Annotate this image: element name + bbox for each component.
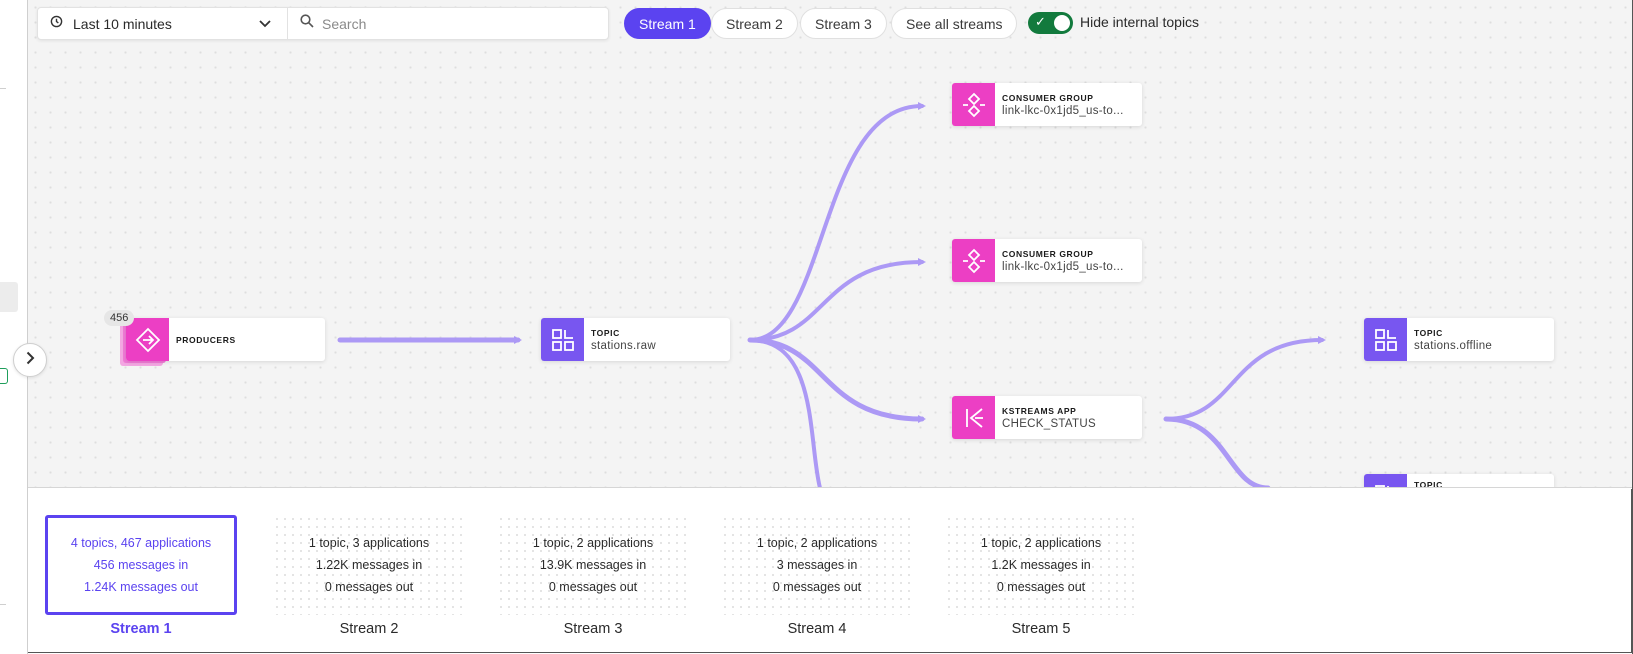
topic-node-stations-offline[interactable]: TOPIC stations.offline xyxy=(1364,318,1554,361)
stream-stat-line: 1.2K messages in xyxy=(991,558,1091,572)
search-input[interactable] xyxy=(322,15,582,32)
consumer-group-node-1[interactable]: CONSUMER GROUP link-lkc-0x1jd5_us-to... xyxy=(952,83,1142,126)
node-type-label: TOPIC xyxy=(1414,480,1443,488)
stream-stat-line: 0 messages out xyxy=(996,580,1086,594)
kstreams-icon xyxy=(952,396,995,439)
stream-stat-line: 3 messages in xyxy=(776,558,858,572)
topic-icon xyxy=(1364,318,1407,361)
left-rail xyxy=(0,0,28,654)
hide-internal-topics-label: Hide internal topics xyxy=(1080,14,1200,30)
stream-title-3[interactable]: Stream 3 xyxy=(563,621,623,637)
clock-icon xyxy=(50,15,63,33)
expand-sidebar-button[interactable] xyxy=(13,343,47,377)
lineage-edges xyxy=(337,102,1326,487)
node-name-label: link-lkc-0x1jd5_us-to... xyxy=(1002,104,1124,117)
stream-stat-line: 1.22K messages in xyxy=(315,558,423,572)
toggle-knob xyxy=(1054,15,1070,31)
node-type-label: CONSUMER GROUP xyxy=(1002,248,1094,259)
consumer-group-node-2[interactable]: CONSUMER GROUP link-lkc-0x1jd5_us-to... xyxy=(952,239,1142,282)
rail-divider xyxy=(0,604,6,605)
stream-card-2[interactable]: 1 topic, 3 applications 1.22K messages i… xyxy=(273,515,465,615)
producers-node[interactable]: PRODUCERS xyxy=(126,318,325,361)
chevron-down-icon xyxy=(259,15,271,33)
filter-bar: Last 10 minutes xyxy=(37,7,609,40)
topic-node-partial[interactable]: TOPIC xyxy=(1364,474,1554,488)
see-all-streams-button[interactable]: See all streams xyxy=(891,8,1018,39)
stream-stat-line: 1 topic, 2 applications xyxy=(756,536,878,550)
stream-stat-line: 0 messages out xyxy=(324,580,414,594)
stream-title-4[interactable]: Stream 4 xyxy=(787,621,847,637)
stream-card-5[interactable]: 1 topic, 2 applications 1.2K messages in… xyxy=(945,515,1137,615)
rail-status-marker xyxy=(0,368,8,384)
kstreams-app-node[interactable]: KSTREAMS APP CHECK_STATUS xyxy=(952,396,1142,439)
stream-stat-line: 456 messages in xyxy=(93,558,189,572)
stream-tab-3[interactable]: Stream 3 xyxy=(800,8,887,39)
stream-stat-line: 1.24K messages out xyxy=(84,580,198,594)
rail-divider xyxy=(0,88,6,89)
stream-lineage-canvas[interactable]: PRODUCERS 456 TOPIC stations.raw xyxy=(28,0,1633,488)
topic-node-stations-raw[interactable]: TOPIC stations.raw xyxy=(541,318,730,361)
search-box xyxy=(288,8,608,39)
node-name-label: stations.offline xyxy=(1414,339,1493,352)
stream-title-5[interactable]: Stream 5 xyxy=(1011,621,1071,637)
stream-stat-line: 1 topic, 2 applications xyxy=(532,536,654,550)
rail-selected-item[interactable] xyxy=(0,282,18,312)
node-type-label: PRODUCERS xyxy=(176,334,236,345)
stream-title-2[interactable]: Stream 2 xyxy=(339,621,399,637)
stream-stat-line: 0 messages out xyxy=(548,580,638,594)
edge-kstreams-to-offline xyxy=(1164,336,1326,421)
stream-stat-line: 13.9K messages in xyxy=(539,558,647,572)
edge-topic-to-consumer-2 xyxy=(748,258,926,342)
node-type-label: TOPIC xyxy=(1414,327,1443,338)
stream-card-4[interactable]: 1 topic, 2 applications 3 messages in 0 … xyxy=(721,515,913,615)
producer-icon xyxy=(126,318,169,361)
search-icon xyxy=(300,14,314,33)
edge-topic-to-below xyxy=(748,338,822,487)
stream-stat-line: 1 topic, 2 applications xyxy=(980,536,1102,550)
stream-tab-1[interactable]: Stream 1 xyxy=(624,8,711,39)
edge-topic-to-consumer-1 xyxy=(748,102,926,342)
topic-icon xyxy=(1364,474,1407,487)
node-type-label: KSTREAMS APP xyxy=(1002,405,1077,416)
time-range-label: Last 10 minutes xyxy=(73,15,172,32)
stream-tab-2[interactable]: Stream 2 xyxy=(711,8,798,39)
node-name-label: link-lkc-0x1jd5_us-to... xyxy=(1002,260,1124,273)
stream-stat-line: 0 messages out xyxy=(772,580,862,594)
edge-kstreams-to-partial xyxy=(1163,416,1271,487)
consumer-group-icon xyxy=(952,239,995,282)
topic-icon xyxy=(541,318,584,361)
node-name-label: CHECK_STATUS xyxy=(1002,417,1096,430)
hide-internal-topics-toggle[interactable]: ✓ xyxy=(1028,12,1073,34)
time-range-select[interactable]: Last 10 minutes xyxy=(38,8,288,39)
stream-stat-line: 1 topic, 3 applications xyxy=(308,536,430,550)
stream-stat-line: 4 topics, 467 applications xyxy=(70,536,212,550)
node-name-label: stations.raw xyxy=(591,339,656,352)
chevron-right-icon xyxy=(26,351,35,370)
consumer-group-icon xyxy=(952,83,995,126)
producer-count-badge: 456 xyxy=(104,310,135,326)
stream-summary-strip: 4 topics, 467 applications 456 messages … xyxy=(28,489,1632,653)
checkmark-icon: ✓ xyxy=(1035,14,1046,29)
node-type-label: CONSUMER GROUP xyxy=(1002,92,1094,103)
stream-card-1[interactable]: 4 topics, 467 applications 456 messages … xyxy=(45,515,237,615)
edge-topic-to-kstreams xyxy=(747,337,926,423)
stream-title-1[interactable]: Stream 1 xyxy=(110,621,172,637)
node-type-label: TOPIC xyxy=(591,327,620,338)
stream-card-3[interactable]: 1 topic, 2 applications 13.9K messages i… xyxy=(497,515,689,615)
